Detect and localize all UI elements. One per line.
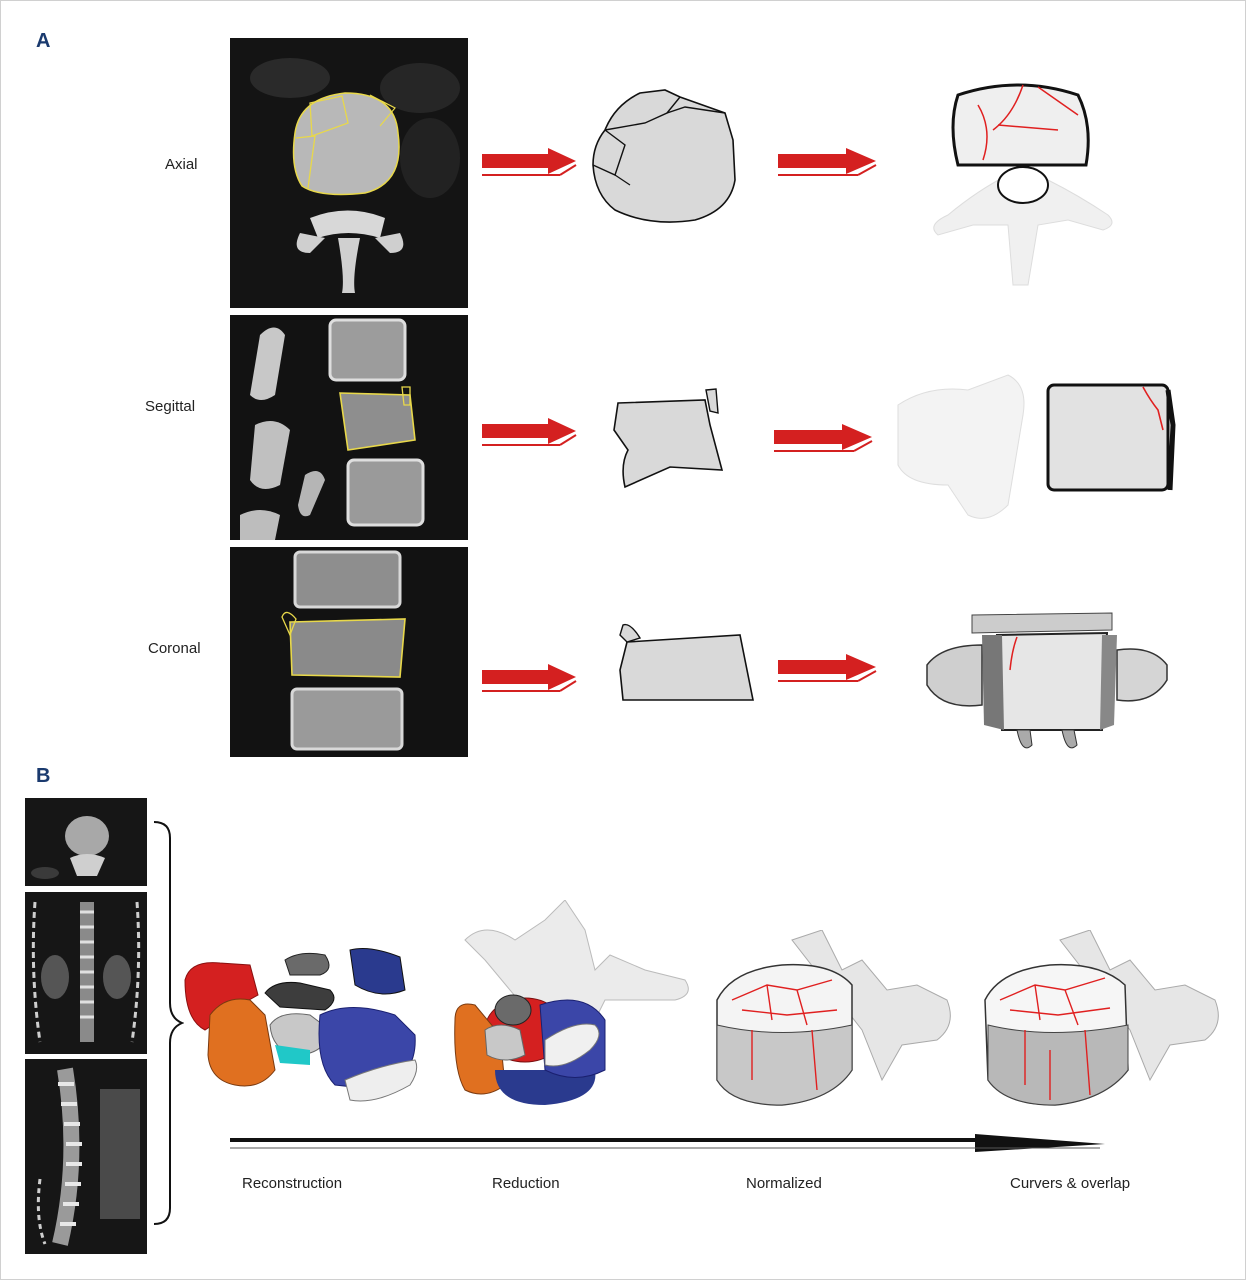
axial-3d-vertebra [918,75,1123,300]
ct-sagittal-small-image [25,1059,147,1254]
row-label-sagittal: Segittal [145,398,195,415]
coronal-outline-shape [615,620,755,705]
stage-label-normalized: Normalized [746,1175,822,1192]
arrow-right-icon [778,148,878,182]
sagittal-3d-vertebra [888,365,1178,530]
coronal-3d-vertebra [922,605,1172,760]
timeline-arrow-icon [230,1130,1110,1158]
ct-sagittal-image [230,315,468,540]
normalized-3d-model [712,930,957,1115]
panel-b-label: B [36,765,50,788]
sagittal-outline-shape [610,385,730,493]
stage-label-reconstruction: Reconstruction [242,1175,342,1192]
arrow-right-icon [482,418,578,452]
axial-outline-shape [585,85,745,230]
row-label-axial: Axial [165,156,198,173]
ct-coronal-small-image [25,892,147,1054]
reduction-3d-model [445,900,705,1125]
ct-axial-small-image [25,798,147,886]
stage-label-reduction: Reduction [492,1175,560,1192]
ct-coronal-image [230,547,468,757]
row-label-coronal: Coronal [148,640,201,657]
arrow-right-icon [482,664,578,698]
arrow-right-icon [778,654,878,688]
arrow-right-icon [482,148,578,182]
reconstruction-3d-model [180,945,435,1110]
curves-overlap-3d-model [980,930,1225,1115]
arrow-right-icon [774,424,874,458]
panel-a-label: A [36,30,50,53]
stage-label-curves-overlap: Curvers & overlap [1010,1175,1130,1192]
bracket-icon [150,818,184,1228]
ct-axial-image [230,38,468,308]
